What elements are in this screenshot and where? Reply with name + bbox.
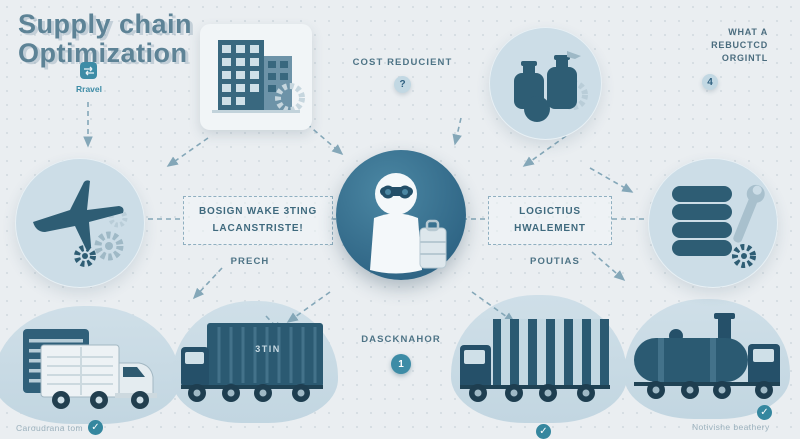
- tanker-truck-icon: [634, 313, 780, 399]
- storage-bubble: [648, 158, 778, 288]
- cost-reduction-badge: ?: [394, 76, 411, 93]
- box-truck-icon: [23, 329, 157, 409]
- plane-gears-icon: [33, 180, 128, 267]
- database-wrench-icon: [672, 184, 765, 268]
- process-box-left-line1: BOSIGN WAKE 3TING: [198, 206, 318, 217]
- check-icon-center: ✓: [536, 424, 551, 439]
- reduction-org-label: WHAT A REBUCTCD ORGINTL: [668, 26, 768, 65]
- reduction-org-line2: REBUCTCD: [711, 40, 768, 51]
- transport-bubble: [15, 158, 145, 288]
- footer-right-caption: Notivishe beathery: [692, 422, 770, 432]
- striped-container-truck-icon: [460, 319, 610, 402]
- check-icon-left: ✓: [88, 420, 103, 435]
- resources-bubble: [489, 27, 602, 140]
- container-truck-icon: [181, 323, 323, 402]
- container-label: 3TIN: [255, 344, 281, 354]
- cost-reduction-label: COST REDUCIENT: [352, 57, 453, 68]
- process-box-right-line1: LOGICTIUS: [519, 206, 581, 217]
- poutias-label: POUTIAS: [530, 256, 580, 267]
- process-box-left-line2: LACANSTRISTE!: [212, 222, 304, 234]
- process-box-right: LOGICTIUS HWALEMENT: [488, 196, 612, 245]
- check-icon-right: ✓: [757, 405, 772, 420]
- center-hub: [336, 150, 466, 280]
- factory-card: [200, 24, 312, 130]
- reduction-org-badge: 4: [702, 74, 718, 90]
- building-icon: [212, 40, 305, 113]
- page-title: Supply chain Optimization: [18, 10, 248, 67]
- destination-badge: 1: [391, 354, 411, 374]
- footer-left-caption: Caroudrana tom: [16, 423, 84, 433]
- title-line2: Optimization: [18, 37, 188, 68]
- bags-icon: [514, 51, 588, 122]
- prech-label: PRECH: [230, 256, 270, 267]
- travel-label: Rravel: [76, 84, 102, 94]
- reduction-org-line3: ORGINTL: [721, 53, 768, 64]
- worker-icon: [370, 173, 447, 274]
- destination-label: DASCKNAHOR: [361, 334, 441, 345]
- process-box-left: BOSIGN WAKE 3TING LACANSTRISTE!: [183, 196, 333, 245]
- reduction-org-line1: WHAT A: [728, 27, 768, 37]
- transfer-icon: [80, 62, 97, 79]
- process-box-right-line2: HWALEMENT: [514, 222, 586, 234]
- title-line1: Supply chain: [18, 9, 193, 39]
